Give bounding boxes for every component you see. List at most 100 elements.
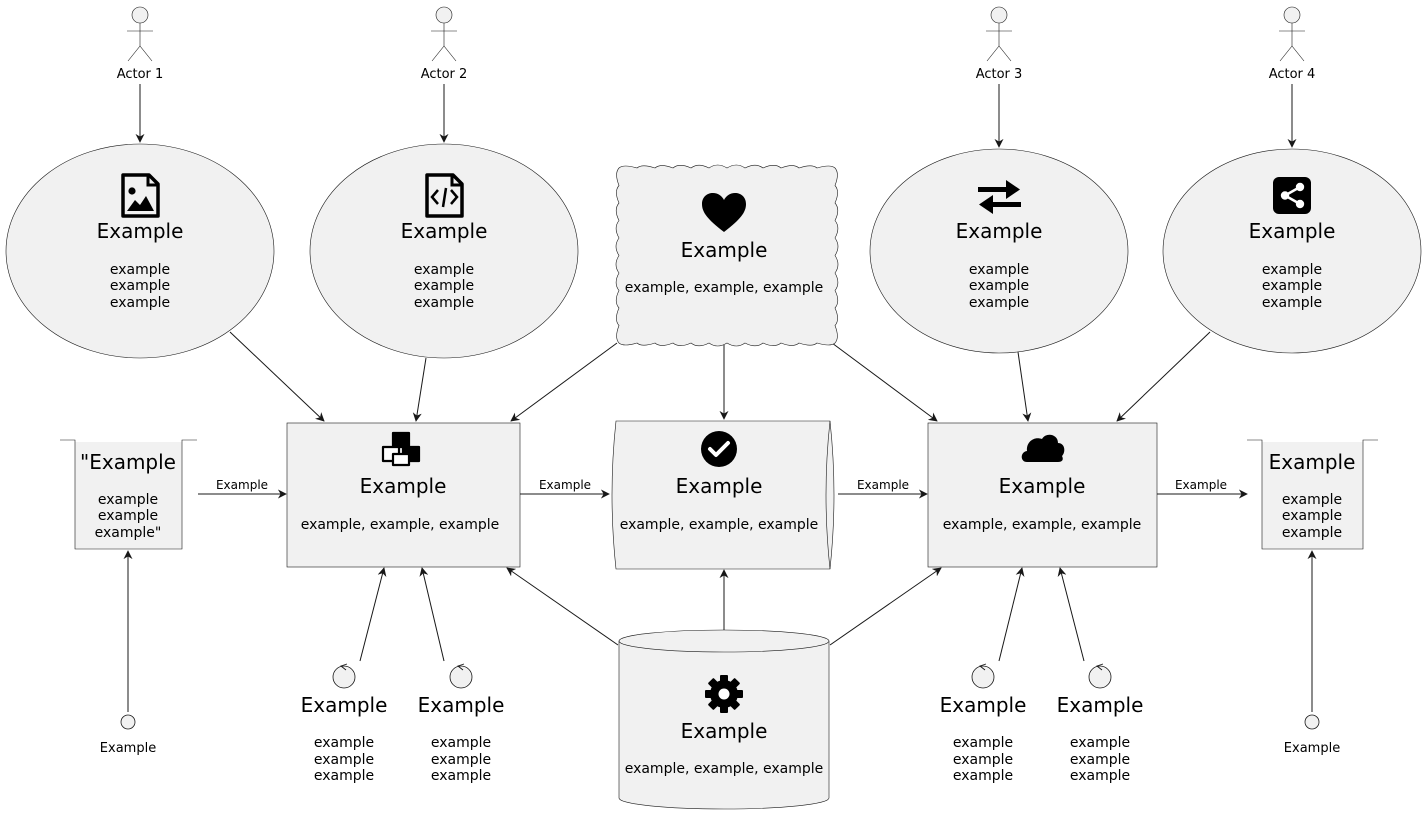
control-title: Example xyxy=(940,693,1027,717)
actor-label: Actor 2 xyxy=(421,67,468,82)
usecase-line: example xyxy=(1262,278,1322,294)
edge-control2-component1 xyxy=(419,567,445,662)
usecase-line: example xyxy=(414,278,474,294)
stack-line: example" xyxy=(95,525,162,541)
edge-control3-component2 xyxy=(998,567,1025,662)
stack-title: "Example xyxy=(80,450,176,474)
control-circle-icon xyxy=(449,663,473,689)
control-line: example xyxy=(314,752,374,768)
usecase-line: example xyxy=(969,262,1029,278)
interface-node-1: Example xyxy=(100,714,156,756)
stack-border xyxy=(60,439,197,550)
check-circle-icon xyxy=(701,431,737,467)
queue-node: Example example, example, example xyxy=(611,420,835,570)
stack-line: example xyxy=(1282,525,1342,541)
interface-circle-icon xyxy=(1304,714,1320,730)
usecase-4: Example example example example xyxy=(1162,148,1422,354)
database-body xyxy=(618,641,830,810)
queue-title: Example xyxy=(676,474,763,498)
control-node-2: Example example example example xyxy=(418,663,505,784)
usecase-line: example xyxy=(110,295,170,311)
control-node-1: Example example example example xyxy=(301,663,388,784)
actor-label: Actor 4 xyxy=(1269,67,1316,82)
database-title: Example xyxy=(681,719,768,743)
usecase-title: Example xyxy=(401,219,488,243)
edge-control1-component1 xyxy=(359,567,387,662)
actor-4: Actor 4 xyxy=(1269,6,1316,82)
usecase-ellipse xyxy=(309,143,579,359)
edge-cloud-component2 xyxy=(831,342,938,422)
control-line: example xyxy=(431,735,491,751)
edge-label: Example xyxy=(539,478,591,492)
stack-node-2: Example example example example xyxy=(1247,439,1378,550)
usecase-line: example xyxy=(414,295,474,311)
actor-figure-icon xyxy=(431,6,457,62)
component-title: Example xyxy=(360,474,447,498)
control-line: example xyxy=(431,768,491,784)
usecase-line: example xyxy=(1262,262,1322,278)
stack-line: example xyxy=(1282,508,1342,524)
usecase-ellipse xyxy=(1162,148,1422,354)
stack-border xyxy=(1247,439,1378,550)
actor-figure-icon xyxy=(1279,6,1305,62)
usecase-1: Example example example example xyxy=(5,143,275,359)
control-line: example xyxy=(431,752,491,768)
stack-node-1: "Example example example example" xyxy=(60,439,197,550)
file-image-icon xyxy=(121,173,160,218)
database-top xyxy=(618,629,830,653)
control-circle-icon xyxy=(1088,663,1112,689)
edge-database-component1 xyxy=(506,567,619,646)
usecase-2: Example example example example xyxy=(309,143,579,359)
file-code-icon xyxy=(425,173,464,218)
usecase-3: Example example example example xyxy=(869,148,1129,354)
edge-usecase3-component2 xyxy=(1017,351,1032,422)
cloud-title: Example xyxy=(681,238,768,262)
control-line: example xyxy=(953,752,1013,768)
cloud-text: example, example, example xyxy=(625,280,824,296)
control-line: example xyxy=(314,735,374,751)
control-line: example xyxy=(953,768,1013,784)
stack-line: example xyxy=(1282,492,1342,508)
control-line: example xyxy=(953,735,1013,751)
edge-cloud-component1 xyxy=(510,342,618,422)
interface-node-2: Example xyxy=(1284,714,1340,756)
usecase-line: example xyxy=(969,295,1029,311)
control-line: example xyxy=(1070,768,1130,784)
usecase-title: Example xyxy=(97,219,184,243)
edge-label: Example xyxy=(1175,478,1227,492)
component-text: example, example, example xyxy=(943,517,1142,533)
usecase-ellipse xyxy=(869,148,1129,354)
usecase-ellipse xyxy=(5,143,275,359)
interface-label: Example xyxy=(1284,741,1340,756)
actor-label: Actor 3 xyxy=(976,67,1023,82)
usecase-line: example xyxy=(110,262,170,278)
actor-label: Actor 1 xyxy=(117,67,164,82)
control-node-4: Example example example example xyxy=(1057,663,1143,784)
cubes-icon xyxy=(381,431,421,467)
gear-icon xyxy=(705,675,743,713)
usecase-line: example xyxy=(969,278,1029,294)
cloud-icon xyxy=(1021,434,1065,462)
interface-label: Example xyxy=(100,741,156,756)
edge-control4-component2 xyxy=(1057,567,1085,662)
actor-1: Actor 1 xyxy=(117,6,164,82)
actor-2: Actor 2 xyxy=(421,6,468,82)
edge-label: Example xyxy=(857,478,909,492)
control-circle-icon xyxy=(332,663,356,689)
edges: Example Example Example Example xyxy=(123,84,1317,712)
actor-figure-icon xyxy=(986,6,1012,62)
component-node-2: Example example, example, example xyxy=(927,422,1158,568)
interface-circle-icon xyxy=(120,714,136,730)
control-title: Example xyxy=(301,693,388,717)
edge-usecase1-component1 xyxy=(229,331,325,422)
share-icon xyxy=(1273,177,1311,214)
control-circle-icon xyxy=(971,663,995,689)
edge-database-component2 xyxy=(829,567,942,646)
stack-line: example xyxy=(98,508,158,524)
control-title: Example xyxy=(418,693,505,717)
exchange-arrows-icon xyxy=(978,180,1021,214)
usecase-line: example xyxy=(110,278,170,294)
actor-3: Actor 3 xyxy=(976,6,1023,82)
component-node-1: Example example, example, example xyxy=(286,422,521,568)
